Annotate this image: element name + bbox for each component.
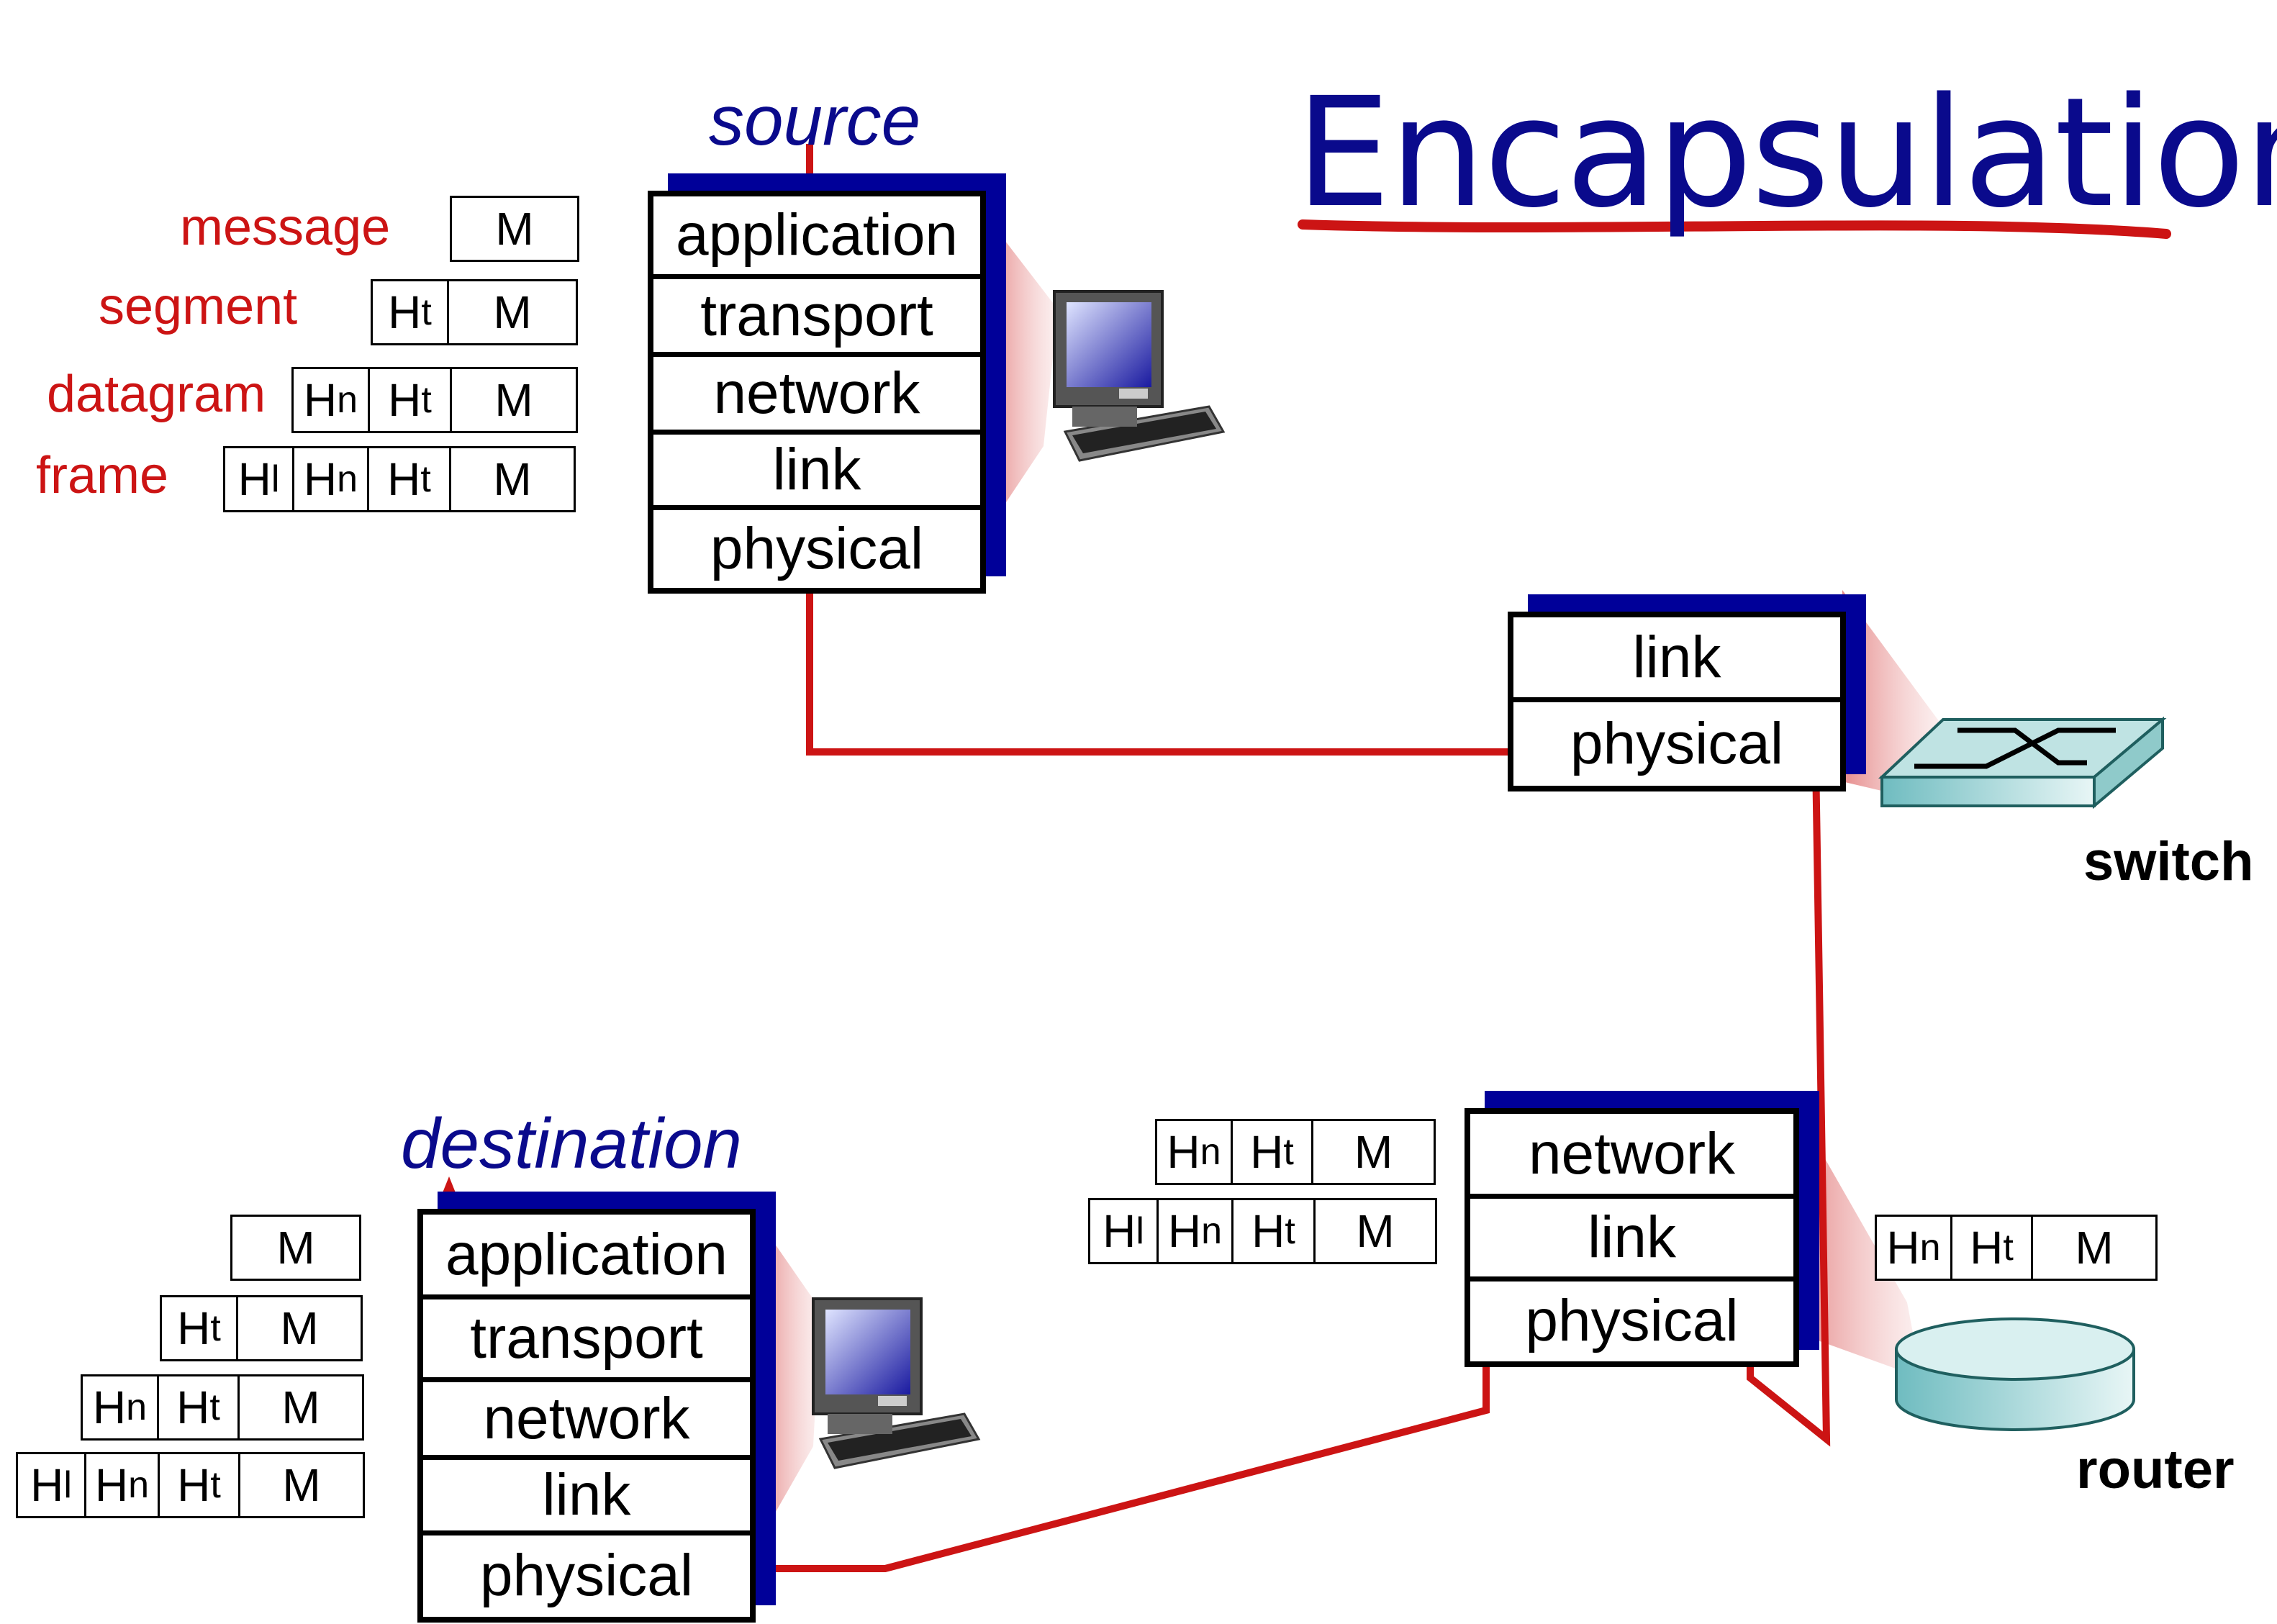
message-cell: M bbox=[493, 286, 532, 338]
destination-computer-icon bbox=[812, 1297, 981, 1469]
destination-label: destination bbox=[401, 1104, 743, 1183]
destination-layer-transport: transport bbox=[423, 1299, 750, 1382]
switch-layer-physical: physical bbox=[1570, 711, 1784, 776]
unit-label-datagram: datagram bbox=[47, 366, 266, 423]
message-cell: M bbox=[282, 1459, 321, 1511]
message-cell: M bbox=[493, 453, 532, 505]
router-layer-physical: physical bbox=[1525, 1288, 1739, 1353]
destination-cone bbox=[756, 1216, 820, 1547]
message-cell: M bbox=[280, 1302, 319, 1354]
message-cell: M bbox=[281, 1382, 320, 1433]
unit-label-segment: segment bbox=[99, 278, 298, 335]
router-protocol-stack: network link physical bbox=[1465, 1108, 1799, 1367]
message-cell: M bbox=[1354, 1126, 1393, 1178]
source-layer-transport: transport bbox=[653, 279, 980, 357]
destination-layer-network: network bbox=[423, 1382, 750, 1460]
destination-layer-physical: physical bbox=[479, 1543, 694, 1608]
message-cell: M bbox=[495, 203, 534, 255]
page-title: Encapsulation bbox=[1295, 65, 2277, 241]
switch-label: switch bbox=[2083, 831, 2254, 892]
message-cell: M bbox=[494, 374, 533, 426]
destination-layer-link: link bbox=[423, 1460, 750, 1535]
destination-protocol-stack: application transport network link physi… bbox=[417, 1209, 756, 1623]
destination-layer-application: application bbox=[423, 1215, 750, 1299]
source-layer-link: link bbox=[653, 435, 980, 510]
title-underline bbox=[1298, 219, 2171, 239]
router-layer-network: network bbox=[1470, 1114, 1793, 1199]
source-label: source bbox=[709, 81, 921, 160]
source-layer-physical: physical bbox=[710, 516, 924, 581]
data-path-arrowhead bbox=[440, 1176, 458, 1198]
destination-message-packet: M bbox=[230, 1215, 361, 1281]
message-cell: M bbox=[276, 1222, 315, 1274]
source-protocol-stack: application transport network link physi… bbox=[648, 191, 986, 594]
source-cone bbox=[986, 216, 1058, 532]
router-icon bbox=[1895, 1317, 2135, 1431]
source-layer-application: application bbox=[653, 196, 980, 279]
router-label: router bbox=[2076, 1439, 2235, 1500]
switch-protocol-stack: link physical bbox=[1508, 612, 1846, 791]
message-cell: M bbox=[2075, 1222, 2114, 1274]
router-layer-link: link bbox=[1470, 1199, 1793, 1281]
unit-label-message: message bbox=[180, 199, 391, 256]
switch-icon bbox=[1878, 716, 2167, 809]
source-layer-network: network bbox=[653, 357, 980, 435]
switch-layer-link: link bbox=[1513, 617, 1840, 702]
source-message-packet: M bbox=[450, 196, 579, 262]
unit-label-frame: frame bbox=[36, 447, 169, 504]
message-cell: M bbox=[1356, 1205, 1395, 1257]
source-computer-icon bbox=[1053, 290, 1226, 462]
